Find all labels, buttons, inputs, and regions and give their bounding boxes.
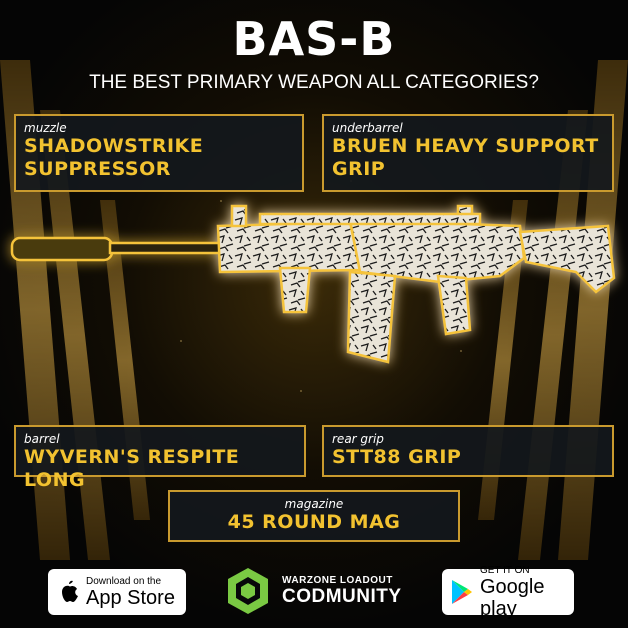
attachment-barrel: barrel WYVERN'S RESPITE LONG: [14, 425, 306, 491]
codmunity-brand[interactable]: WARZONE LOADOUT CODMUNITY: [226, 566, 402, 616]
brand-small-text: WARZONE LOADOUT: [282, 574, 393, 586]
brand-big-text: CODMUNITY: [282, 585, 402, 607]
weapon-title: BAS-B: [232, 12, 396, 66]
attachment-name: STT88 GRIP: [332, 446, 462, 468]
attachment-magazine: magazine 45 ROUND MAG: [168, 490, 460, 542]
google-play-big-text: Google play: [480, 575, 545, 620]
attachment-name: GRIP: [332, 158, 386, 180]
attachment-name: BRUEN HEAVY SUPPORT: [332, 135, 599, 157]
google-play-small-text: GET IT ON: [480, 564, 530, 576]
attachment-name: 45 ROUND MAG: [227, 511, 401, 533]
google-play-badge[interactable]: GET IT ON Google play: [442, 565, 574, 620]
app-store-badge[interactable]: Download on the App Store: [48, 569, 186, 615]
attachment-category: underbarrel: [332, 121, 403, 135]
attachment-category: rear grip: [332, 432, 384, 446]
google-play-icon: [450, 579, 474, 605]
weapon-subtitle: THE BEST PRIMARY WEAPON ALL CATEGORIES?: [89, 72, 539, 93]
attachment-muzzle: muzzle SHADOWSTRIKE SUPPRESSOR: [14, 114, 304, 192]
attachment-category: magazine: [284, 497, 344, 511]
attachment-category: muzzle: [24, 121, 67, 135]
codmunity-logo-icon: [226, 566, 270, 616]
attachment-underbarrel: underbarrel BRUEN HEAVY SUPPORT GRIP: [322, 114, 614, 192]
app-store-small-text: Download on the: [86, 575, 162, 587]
attachment-name: SHADOWSTRIKE: [24, 135, 204, 157]
attachment-name: WYVERN'S RESPITE LONG: [24, 446, 240, 491]
app-store-big-text: App Store: [86, 586, 175, 609]
attachment-category: barrel: [24, 432, 60, 446]
attachment-name: SUPPRESSOR: [24, 158, 171, 180]
weapon-image: [10, 204, 616, 364]
attachment-rear-grip: rear grip STT88 GRIP: [322, 425, 614, 477]
apple-icon: [58, 579, 80, 605]
